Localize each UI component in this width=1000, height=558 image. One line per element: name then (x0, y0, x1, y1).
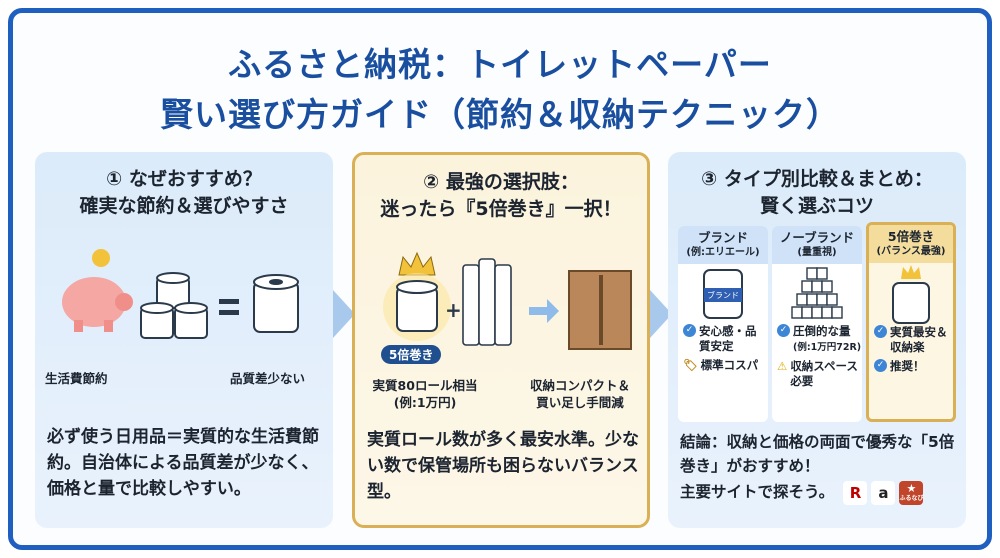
label-quality: 品質差少ない (230, 371, 306, 386)
single-roll-icon (253, 274, 299, 333)
feature-item: ✓安心感・品質安定 (683, 324, 764, 354)
check-icon: ✓ (874, 359, 887, 372)
arrow-right-icon (650, 290, 672, 338)
equals-icon (219, 299, 239, 304)
price-tag-icon: 🏷 (683, 358, 698, 372)
panel1-body: 必ず使う日用品＝実質的な生活費節約。自治体による品質差が少なく、価格と量で比較し… (47, 427, 319, 499)
feature-item: 🏷標準コスパ (683, 358, 759, 372)
conclusion-text: 結論：収納と価格の両面で優秀な「5倍巻き」がおすすめ！ 主要サイトで探そう。 R… (680, 430, 958, 505)
roll-pyramid-icon (791, 267, 843, 319)
feature-item: ✓推奨！ (874, 359, 949, 374)
star-icon: ★ (906, 482, 917, 495)
feature-item: ✓実質最安＆収納楽 (874, 325, 949, 355)
column-no-brand: ノーブランド(量重視) ✓圧倒的な量(例:1万円72R) ⚠収納スペース必要 (772, 226, 862, 422)
label-80-rolls: 実質80ロール相当(例:1万円) (372, 378, 478, 410)
panel-why: ① なぜおすすめ？確実な節約＆選びやすさ 生活費節約 品質差少ない 必ず使う日用… (35, 152, 333, 528)
svg-text:ブランド: ブランド (707, 290, 739, 300)
check-icon: ✓ (874, 325, 887, 338)
crowned-roll-icon (892, 265, 930, 324)
plus-sign: + (445, 298, 462, 322)
check-icon: ✓ (683, 324, 696, 337)
five-times-badge: 5倍巻き (381, 345, 442, 364)
column-brand: ブランド(例:エリエール) ブランド ✓安心感・品質安定 🏷標準コスパ (678, 226, 768, 422)
stacked-rolls-icon (140, 272, 208, 339)
panel2-body: 実質ロール数が多く最安水準。少ない数で保管場所も困らないバランス型。 (367, 430, 639, 502)
arrow-right-icon (333, 290, 355, 338)
title-line1: ふるさと納税：トイレットペーパー (228, 45, 772, 84)
column-five-times: 5倍巻き(バランス最強) ✓実質最安＆収納楽 ✓推奨！ (866, 222, 956, 422)
title-line2: 賢い選び方ガイド（節約＆収納テクニック） (160, 95, 840, 134)
panel1-heading: ① なぜおすすめ？確実な節約＆選びやすさ (79, 168, 289, 217)
crown-icon (398, 251, 436, 276)
piggy-bank-icon (62, 249, 299, 339)
panel3-heading: ③ タイプ別比較＆まとめ：賢く選ぶコツ (701, 168, 933, 217)
check-icon: ✓ (777, 324, 790, 337)
label-compact-storage: 収納コンパクト＆買い足し手間減 (529, 378, 630, 410)
panel-comparison: ③ タイプ別比較＆まとめ：賢く選ぶコツ ブランド(例:エリエール) ブランド ✓… (668, 152, 966, 528)
panel2-heading: ② 最強の選択肢：迷ったら『5倍巻き』一択！ (380, 171, 622, 220)
feature-item: ⚠収納スペース必要 (777, 359, 858, 388)
panel-best-choice: ② 最強の選択肢：迷ったら『5倍巻き』一択！ + 5倍巻き 実質80ロール相当(… (352, 152, 650, 528)
label-living-cost: 生活費節約 (45, 371, 108, 386)
furunavi-logo[interactable]: ★ふるなび (899, 480, 924, 505)
feature-item: ✓圧倒的な量(例:1万円72R) (777, 324, 861, 355)
rolls-and-cabinet-icon: + (383, 251, 632, 350)
rakuten-logo[interactable]: R (843, 480, 868, 505)
brand-roll-icon: ブランド (703, 269, 743, 319)
amazon-logo[interactable]: a (871, 480, 896, 505)
warning-icon: ⚠ (777, 359, 788, 373)
